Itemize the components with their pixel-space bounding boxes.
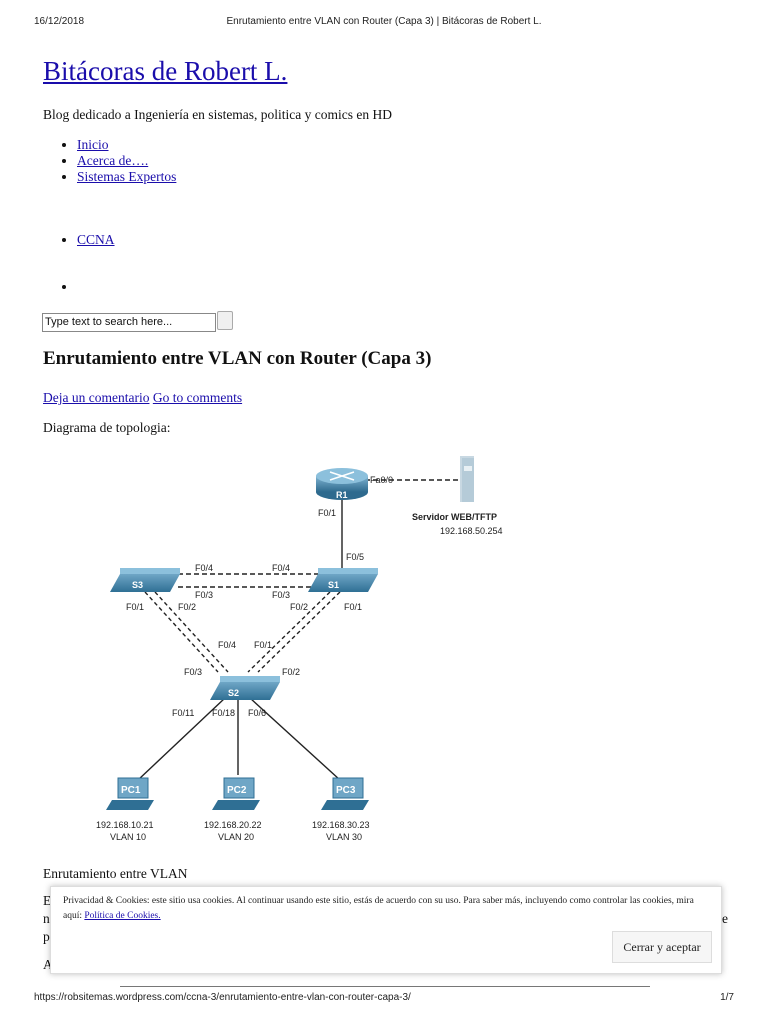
link-s2-pc1 bbox=[137, 697, 226, 781]
s1-label: S1 bbox=[328, 580, 339, 590]
link-s2-pc3 bbox=[249, 697, 341, 781]
switch-s2-icon: S2 bbox=[210, 676, 280, 700]
ccna-nav: CCNA bbox=[60, 232, 115, 248]
label-s2-f03: F0/3 bbox=[184, 667, 202, 677]
nav-link-sistemas-expertos[interactable]: Sistemas Expertos bbox=[77, 169, 177, 184]
label-s3-f04: F0/4 bbox=[195, 563, 213, 573]
pc2-vlan: VLAN 20 bbox=[218, 832, 254, 842]
text-fragment-p: p bbox=[43, 929, 50, 944]
pc1-vlan: VLAN 10 bbox=[110, 832, 146, 842]
nav-link-ccna[interactable]: CCNA bbox=[77, 232, 115, 247]
accept-cookies-button[interactable]: Cerrar y aceptar bbox=[612, 931, 712, 963]
site-tagline: Blog dedicado a Ingeniería en sistemas, … bbox=[43, 107, 393, 122]
label-s2-f011: F0/11 bbox=[172, 708, 194, 718]
topology-intro: Diagrama de topologia: bbox=[43, 420, 171, 435]
go-to-comments-link[interactable]: Go to comments bbox=[152, 390, 243, 405]
switch-s3-icon: S3 bbox=[110, 568, 180, 592]
section-heading: Enrutamiento entre VLAN bbox=[43, 866, 188, 881]
nav-item-sistemas: Sistemas Expertos bbox=[77, 169, 176, 185]
cookie-text-block: Privacidad & Cookies: este sitio usa coo… bbox=[63, 894, 703, 924]
label-s1-f03: F0/3 bbox=[272, 590, 290, 600]
label-s2-f01: F0/1 bbox=[254, 640, 272, 650]
cookie-text: Privacidad & Cookies: este sitio usa coo… bbox=[63, 896, 694, 921]
nav-item-ccna: CCNA bbox=[77, 232, 115, 248]
pc2-icon: PC2 bbox=[212, 777, 260, 810]
label-s2-f06: F0/6 bbox=[248, 708, 266, 718]
link-s1-s2-a bbox=[247, 591, 331, 673]
post-meta: Deja un comentario Go to comments bbox=[43, 390, 242, 406]
pc3-ip: 192.168.30.23 bbox=[312, 820, 370, 830]
pc3-icon: PC3 bbox=[321, 777, 369, 810]
r1-label: R1 bbox=[336, 490, 348, 500]
label-s1-f04: F0/4 bbox=[272, 563, 290, 573]
nav-link-inicio[interactable]: Inicio bbox=[77, 137, 109, 152]
print-date: 16/12/2018 bbox=[34, 16, 85, 27]
print-title: Enrutamiento entre VLAN con Router (Capa… bbox=[226, 16, 542, 27]
text-fragment-e: E bbox=[43, 893, 52, 908]
label-s1-f02: F0/2 bbox=[290, 602, 308, 612]
post-title: Enrutamiento entre VLAN con Router (Capa… bbox=[43, 348, 432, 369]
s2-label: S2 bbox=[228, 688, 239, 698]
links bbox=[137, 479, 460, 781]
server-ip: 192.168.50.254 bbox=[440, 526, 503, 536]
label-s3-f02: F0/2 bbox=[178, 602, 196, 612]
pc3-label: PC3 bbox=[336, 785, 356, 796]
label-s1-f05: F0/5 bbox=[346, 552, 364, 562]
pc2-label: PC2 bbox=[227, 785, 247, 796]
pc1-label: PC1 bbox=[121, 785, 141, 796]
label-r1-f01: F0/1 bbox=[318, 508, 336, 518]
pc1-ip: 192.168.10.21 bbox=[96, 820, 154, 830]
print-page-number: 1/7 bbox=[720, 992, 734, 1003]
router-icon: R1 bbox=[316, 468, 368, 500]
label-s2-f02: F0/2 bbox=[282, 667, 300, 677]
link-s1-s2-b bbox=[257, 591, 341, 673]
nav-item-inicio: Inicio bbox=[77, 137, 176, 153]
divider bbox=[120, 986, 650, 987]
label-s3-f03: F0/3 bbox=[195, 590, 213, 600]
label-s2-f018: F0/18 bbox=[212, 708, 235, 718]
s3-label: S3 bbox=[132, 580, 143, 590]
pc3-vlan: VLAN 30 bbox=[326, 832, 362, 842]
text-fragment-a: A bbox=[43, 957, 53, 972]
nav-link-acerca[interactable]: Acerca de…. bbox=[77, 153, 149, 168]
label-fa00: Fa0/0 bbox=[370, 475, 393, 485]
switch-s1-icon: S1 bbox=[308, 568, 378, 592]
cookie-policy-link[interactable]: Política de Cookies. bbox=[84, 911, 161, 921]
search-input[interactable] bbox=[42, 312, 216, 332]
leave-comment-link[interactable]: Deja un comentario bbox=[43, 390, 150, 405]
main-nav: Inicio Acerca de…. Sistemas Expertos bbox=[60, 137, 176, 185]
label-s3-f01: F0/1 bbox=[126, 602, 144, 612]
empty-nav bbox=[60, 279, 77, 295]
nav-item-acerca: Acerca de…. bbox=[77, 153, 176, 169]
topology-diagram: R1 S3 S1 S2 PC1 PC2 PC3 Fa0/0 F bbox=[96, 456, 503, 842]
label-s1-f01: F0/1 bbox=[344, 602, 362, 612]
pc2-ip: 192.168.20.22 bbox=[204, 820, 262, 830]
search-form bbox=[42, 311, 233, 332]
print-url: https://robsitemas.wordpress.com/ccna-3/… bbox=[34, 992, 411, 1003]
site-title-link[interactable]: Bitácoras de Robert L. bbox=[43, 56, 288, 86]
text-fragment-right: e bbox=[722, 911, 728, 926]
cookie-banner: Privacidad & Cookies: este sitio usa coo… bbox=[50, 886, 722, 974]
search-button[interactable] bbox=[217, 311, 233, 330]
server-name: Servidor WEB/TFTP bbox=[412, 512, 497, 522]
text-fragment-n: n bbox=[43, 911, 50, 926]
server-icon bbox=[460, 456, 474, 502]
pc1-icon: PC1 bbox=[106, 777, 154, 810]
label-s2-f04: F0/4 bbox=[218, 640, 236, 650]
